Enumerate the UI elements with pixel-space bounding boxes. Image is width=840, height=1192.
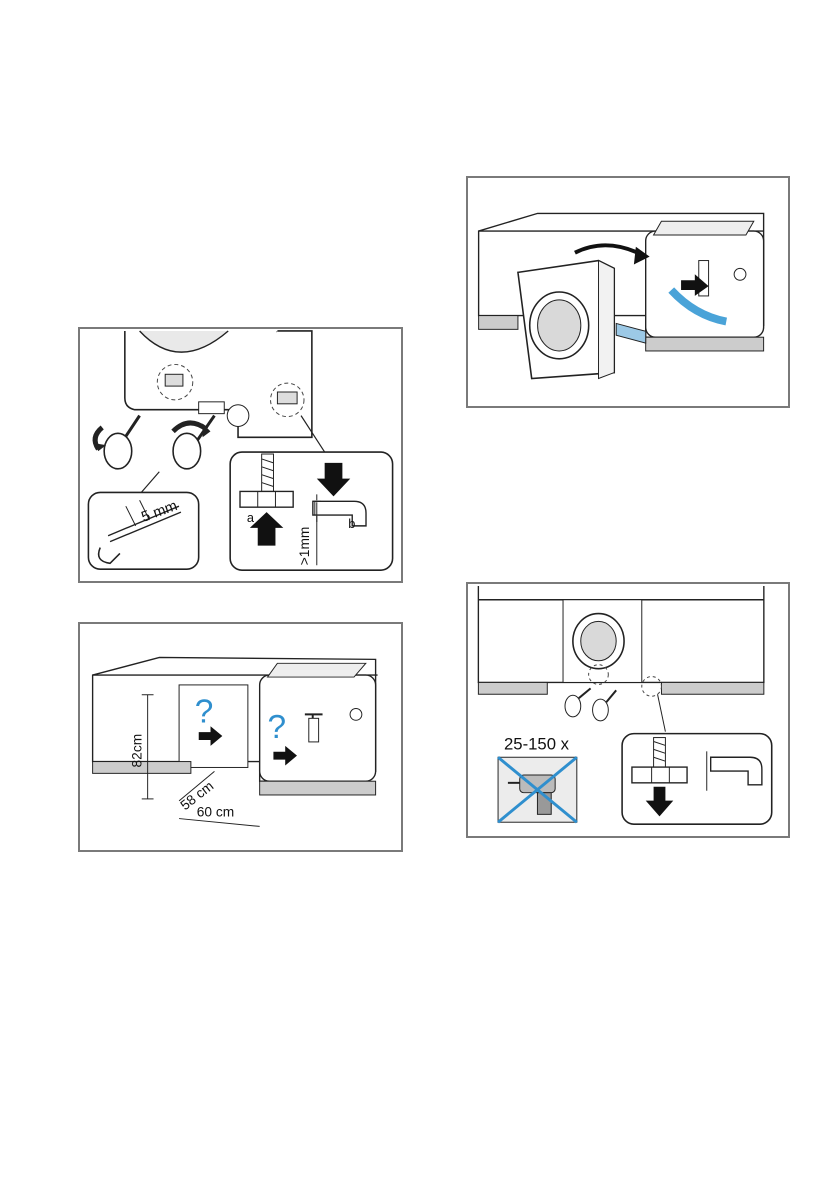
width-label: 60 cm <box>197 805 234 820</box>
turns-label: 25-150 x <box>504 734 570 753</box>
figure-slide-in <box>466 176 790 408</box>
question-mark-left: ? <box>195 693 214 730</box>
callout-b: b <box>348 516 355 531</box>
figure-niche-dimensions: ? ? 82cm 58 cm 60 cm <box>78 622 403 852</box>
callout-a: a <box>247 510 255 525</box>
foot-left <box>94 416 139 469</box>
niche-illustration: ? ? 82cm 58 cm 60 cm <box>80 624 401 850</box>
figure-final-adjust: 25-150 x <box>466 582 790 838</box>
adjust-feet-illustration: 5 mm a b >1mm <box>80 329 401 581</box>
final-adjust-illustration: 25-150 x <box>468 584 788 836</box>
clearance-label: >1mm <box>297 527 312 566</box>
slide-in-illustration <box>468 178 788 406</box>
figure-adjust-feet: 5 mm a b >1mm <box>78 327 403 583</box>
question-mark-right: ? <box>268 709 287 746</box>
height-label: 82cm <box>130 734 145 768</box>
rail <box>616 323 645 343</box>
foot-right <box>173 416 214 469</box>
